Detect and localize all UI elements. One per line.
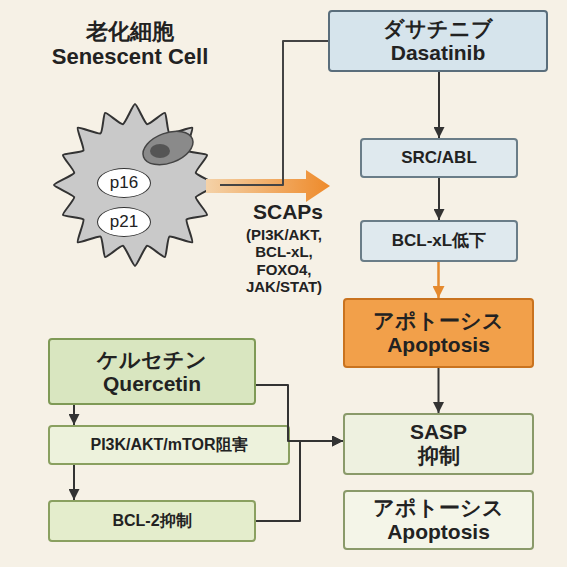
process-box: BCL-xL低下: [360, 220, 518, 262]
node-text: BCL-xL低下: [392, 231, 486, 250]
process-box: ダサチニブ Dasatinib: [328, 10, 548, 72]
marker-oval: p21: [97, 207, 151, 237]
process-box: アポトーシス Apoptosis: [343, 490, 534, 550]
signal-arrow: [206, 170, 330, 202]
node-text: SASP 抑制: [404, 420, 474, 467]
process-box: PI3K/AKT/mTOR阻害: [48, 425, 290, 465]
process-box: ケルセチン Quercetin: [48, 338, 256, 405]
node-text: p16: [110, 173, 138, 192]
node-text: p21: [110, 212, 138, 231]
process-box: BCL-2抑制: [48, 500, 256, 542]
node-text: アポトーシス Apoptosis: [364, 496, 514, 543]
node-text: BCL-2抑制: [112, 512, 191, 530]
signal-label: SCAPs: [232, 200, 344, 224]
connector-arrow: [220, 41, 328, 185]
cell-membrane: [54, 104, 216, 266]
process-box: アポトーシス Apoptosis: [343, 298, 534, 368]
connector-arrow: [73, 465, 75, 500]
cell-illustration: 老化細胞 Senescent Cell p16 p21: [40, 20, 220, 270]
connector-arrow: [438, 72, 440, 138]
connector-arrow: [437, 262, 440, 298]
node-text: PI3K/AKT/mTOR阻害: [90, 436, 247, 454]
marker-oval: p16: [97, 168, 151, 198]
connector-arrow: [438, 368, 440, 413]
process-box: SASP 抑制: [343, 413, 534, 475]
connector-arrow: [438, 178, 440, 220]
node-text: SRC/ABL: [401, 148, 477, 167]
cell-heading: 老化細胞 Senescent Cell: [43, 20, 218, 69]
node-text: アポトーシス Apoptosis: [364, 309, 514, 356]
node-text: ダサチニブ Dasatinib: [373, 17, 503, 64]
nucleolus: [150, 144, 170, 158]
connector-arrow: [73, 405, 75, 425]
cell-nucleus: [138, 125, 197, 171]
node-text: ケルセチン Quercetin: [87, 348, 217, 395]
pathway-list: (PI3K/AKT, BCL-xL, FOXO4, JAK/STAT): [232, 226, 336, 295]
process-box: SRC/ABL: [360, 138, 518, 178]
